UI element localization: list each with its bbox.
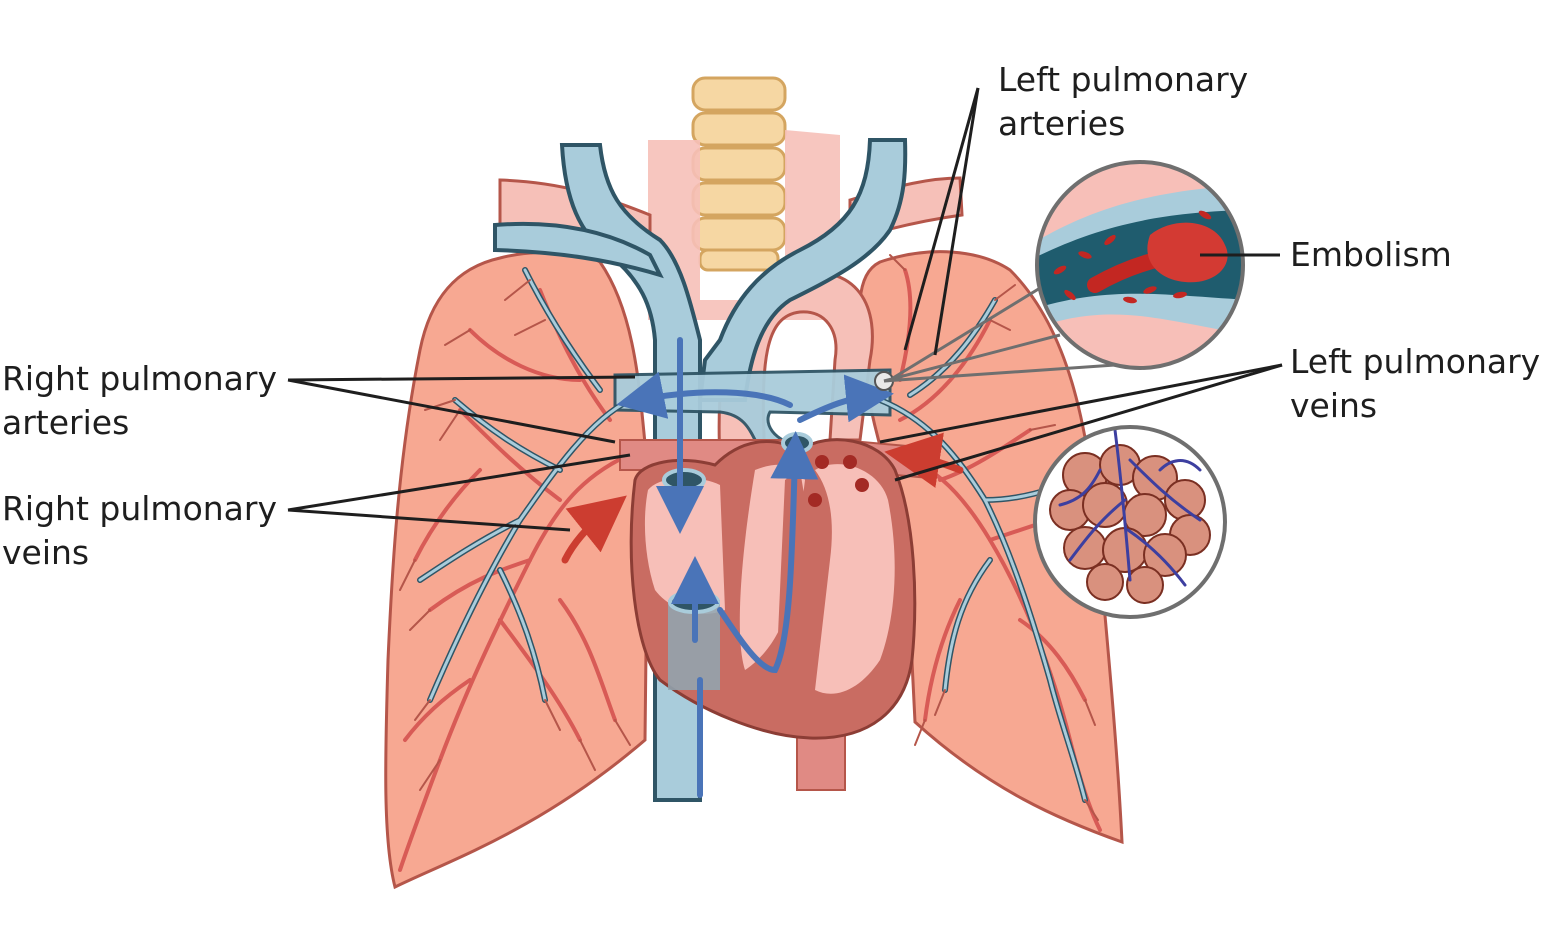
label-embolism: Embolism (1290, 233, 1452, 277)
flow-arrows (561, 337, 964, 798)
alveoli-inset (1033, 425, 1227, 619)
label-embolism-text: Embolism (1290, 235, 1452, 274)
embolism-inset (1035, 160, 1245, 370)
label-left-pulmonary-veins-line2: veins (1290, 386, 1378, 425)
label-left-pulmonary-arteries-line1: Left pulmonary (998, 60, 1249, 99)
right-lung (384, 250, 650, 890)
leader-lines (287, 87, 1283, 532)
spine (691, 76, 787, 272)
label-left-pulmonary-arteries-line2: arteries (998, 104, 1126, 143)
label-right-pulmonary-veins-line1: Right pulmonary (2, 489, 277, 528)
label-left-pulmonary-veins-line1: Left pulmonary (1290, 342, 1541, 381)
right-lung-vessels (398, 267, 642, 872)
label-right-pulmonary-arteries-line1: Right pulmonary (2, 359, 277, 398)
label-right-pulmonary-arteries-line2: arteries (2, 403, 130, 442)
label-right-pulmonary-arteries: Right pulmonary arteries (2, 357, 277, 445)
label-right-pulmonary-veins: Right pulmonary veins (2, 487, 277, 575)
label-left-pulmonary-arteries: Left pulmonary arteries (998, 58, 1248, 146)
label-left-pulmonary-veins: Left pulmonary veins (1290, 340, 1540, 428)
label-right-pulmonary-veins-line2: veins (2, 533, 90, 572)
